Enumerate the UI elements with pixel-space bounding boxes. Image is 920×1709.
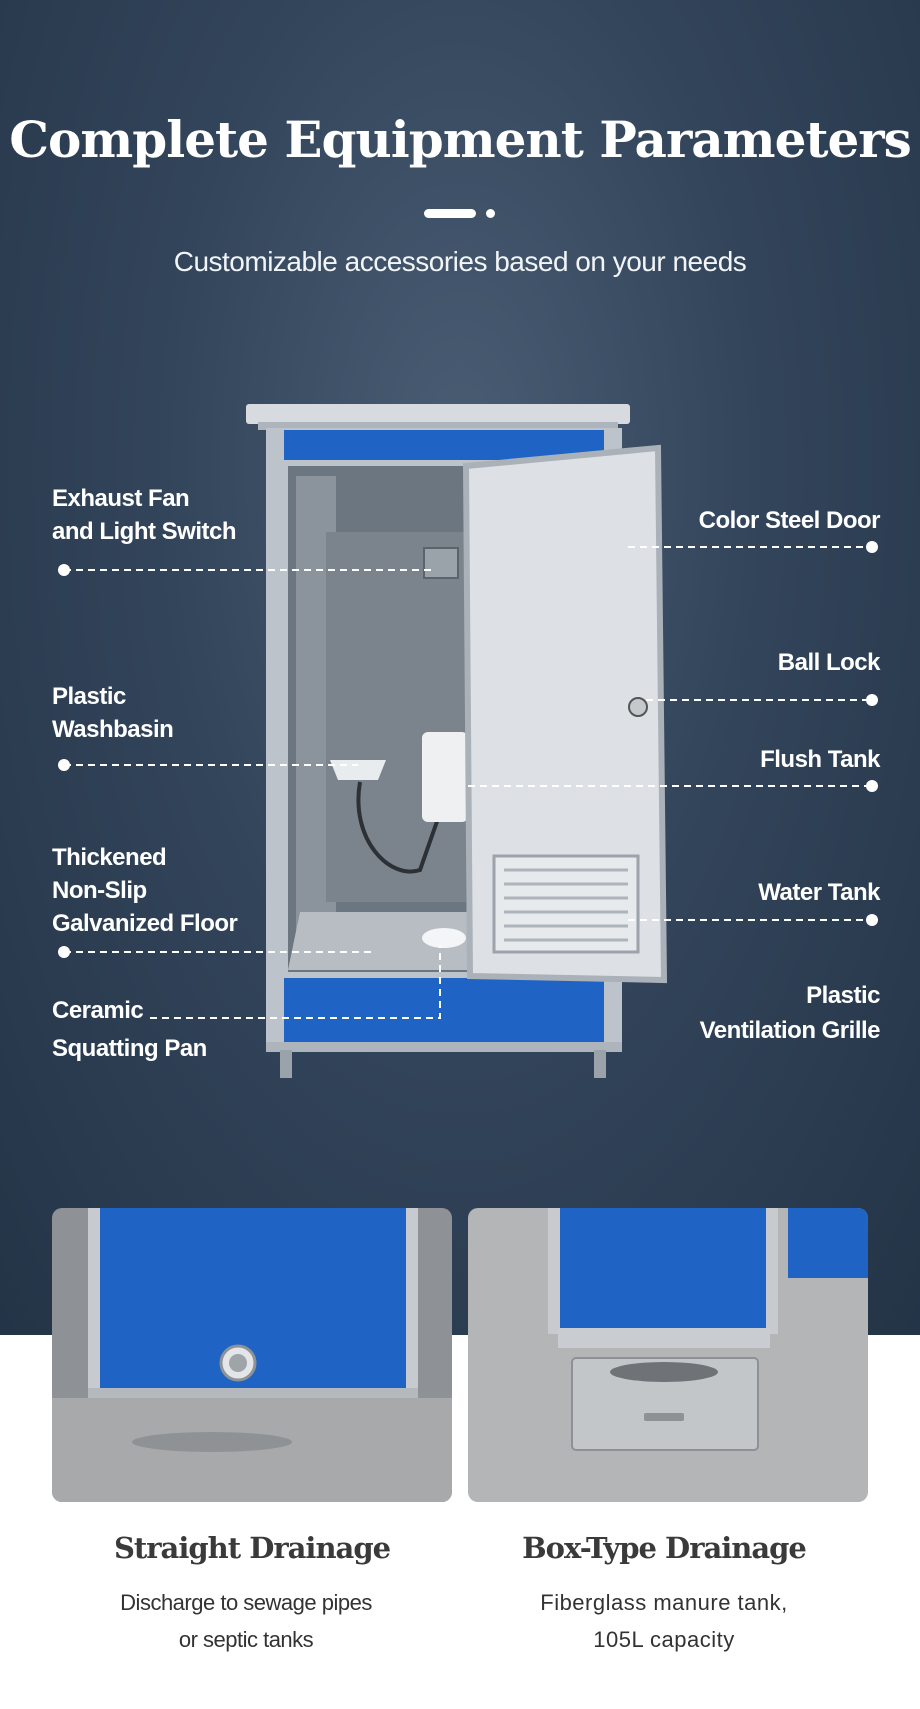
straight-drainage-photo (52, 1208, 452, 1502)
left-leg (280, 1050, 292, 1078)
divider-bar (424, 209, 476, 218)
interior-back-wall (326, 532, 466, 902)
straight-drainage-title: Straight Drainage (113, 1531, 391, 1565)
flush-hose (356, 781, 450, 874)
ventilation-grille (492, 854, 640, 954)
flush-tank (422, 732, 468, 822)
top-blue-panel (284, 430, 604, 460)
roof-edge (258, 422, 618, 430)
label-water-tank: Water Tank (758, 879, 880, 906)
page-subtitle: Customizable accessories based on your n… (173, 246, 747, 277)
color-steel-door (462, 444, 668, 984)
callout-lines (64, 546, 872, 1019)
box-drainage-desc: Fiberglass manure tank, 105L capacity (540, 1590, 788, 1652)
label-ball-lock: Ball Lock (777, 649, 881, 676)
label-flush-tank: Flush Tank (760, 746, 880, 773)
label-exhaust-fan: Exhaust Fan and Light Switch (52, 485, 237, 545)
straight-drainage-desc: Discharge to sewage pipes or septic tank… (120, 1590, 372, 1652)
label-grille: Plastic Ventilation Grille (699, 982, 881, 1044)
label-door: Color Steel Door (698, 507, 881, 534)
page-title: Complete Equipment Parameters (9, 110, 912, 169)
box-drainage-title: Box-Type Drainage (522, 1531, 807, 1565)
squatting-pan (422, 928, 466, 948)
bottom-blue-panel (284, 978, 604, 1042)
label-squatting-pan: Ceramic Squatting Pan (52, 997, 207, 1062)
exhaust-fan (423, 547, 459, 579)
portable-toilet-illustration (58, 404, 878, 1078)
roof (246, 404, 630, 424)
label-floor: Thickened Non-Slip Galvanized Floor (52, 844, 238, 937)
base-frame (266, 1042, 622, 1052)
grille-slats (504, 868, 628, 942)
divider-dot (486, 209, 495, 218)
squatting-pan-line (150, 946, 441, 1019)
label-washbasin: Plastic Washbasin (52, 683, 174, 743)
callout-dots (58, 541, 878, 958)
box-drainage-photo (468, 1208, 868, 1502)
right-leg (594, 1050, 606, 1078)
washbasin (330, 760, 386, 780)
ball-lock (628, 697, 648, 717)
galvanized-floor (288, 912, 468, 970)
